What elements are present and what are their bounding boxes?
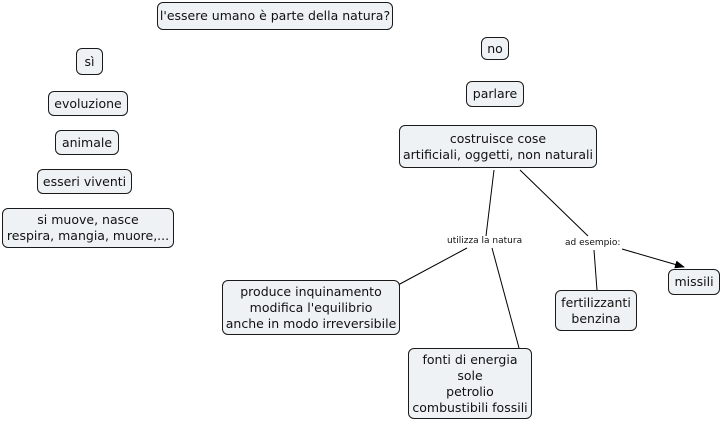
link-label-uses-nature: utilizza la natura xyxy=(446,236,524,247)
node-fertilizers[interactable]: fertilizzanti benzina xyxy=(555,290,637,331)
node-text-line: combustibili fossili xyxy=(412,399,528,415)
link-for-example-to-missiles xyxy=(621,248,685,269)
node-text: no xyxy=(487,40,503,56)
node-text: animale xyxy=(61,134,113,150)
node-text: missili xyxy=(674,274,714,289)
node-life-actions[interactable]: si muove, nasce respira, mangia, muore,.… xyxy=(2,208,174,248)
node-text-line: modifica l'equilibrio xyxy=(249,299,373,315)
node-text-line: fertilizzanti xyxy=(561,294,631,310)
node-pollution[interactable]: produce inquinamento modifica l'equilibr… xyxy=(222,280,400,335)
node-evolution[interactable]: evoluzione xyxy=(48,91,128,116)
link-uses-nature-to-pollution xyxy=(397,247,468,286)
node-missiles[interactable]: missili xyxy=(668,269,720,295)
node-text: sì xyxy=(84,53,95,69)
node-text: parlare xyxy=(472,86,518,101)
node-animal[interactable]: animale xyxy=(55,130,119,155)
node-text-line: fonti di energia xyxy=(422,351,518,367)
node-energy-sources[interactable]: fonti di energia sole petrolio combustib… xyxy=(408,348,532,419)
node-text-line: sole xyxy=(457,367,483,383)
node-text-line: anche in modo irreversibile xyxy=(225,315,397,331)
node-text: evoluzione xyxy=(54,95,122,111)
link-for-example-to-fertilizers xyxy=(593,249,598,291)
node-text: l'essere umano è parte della natura? xyxy=(159,8,391,23)
node-root-question[interactable]: l'essere umano è parte della natura? xyxy=(157,2,393,30)
link-label-for-example: ad esempio: xyxy=(564,238,622,249)
node-text-line: benzina xyxy=(571,310,621,326)
node-text-line: artificiali, oggetti, non naturali xyxy=(403,146,593,162)
node-text-line: petrolio xyxy=(446,383,494,399)
link-builds-to-for-example xyxy=(519,169,589,237)
node-no[interactable]: no xyxy=(481,37,509,60)
node-text: esseri viventi xyxy=(42,173,127,189)
node-yes[interactable]: sì xyxy=(76,48,103,75)
link-uses-nature-to-energy xyxy=(491,247,520,349)
node-text-line: si muove, nasce xyxy=(37,212,139,227)
node-living-beings[interactable]: esseri viventi xyxy=(37,169,132,194)
node-builds[interactable]: costruisce cose artificiali, oggetti, no… xyxy=(399,125,597,168)
node-text-line: respira, mangia, muore,... xyxy=(6,228,170,243)
link-builds-to-uses-nature xyxy=(485,169,495,237)
node-text-line: costruisce cose xyxy=(449,130,547,146)
node-speaking[interactable]: parlare xyxy=(466,81,524,107)
node-text-line: produce inquinamento xyxy=(240,283,382,299)
